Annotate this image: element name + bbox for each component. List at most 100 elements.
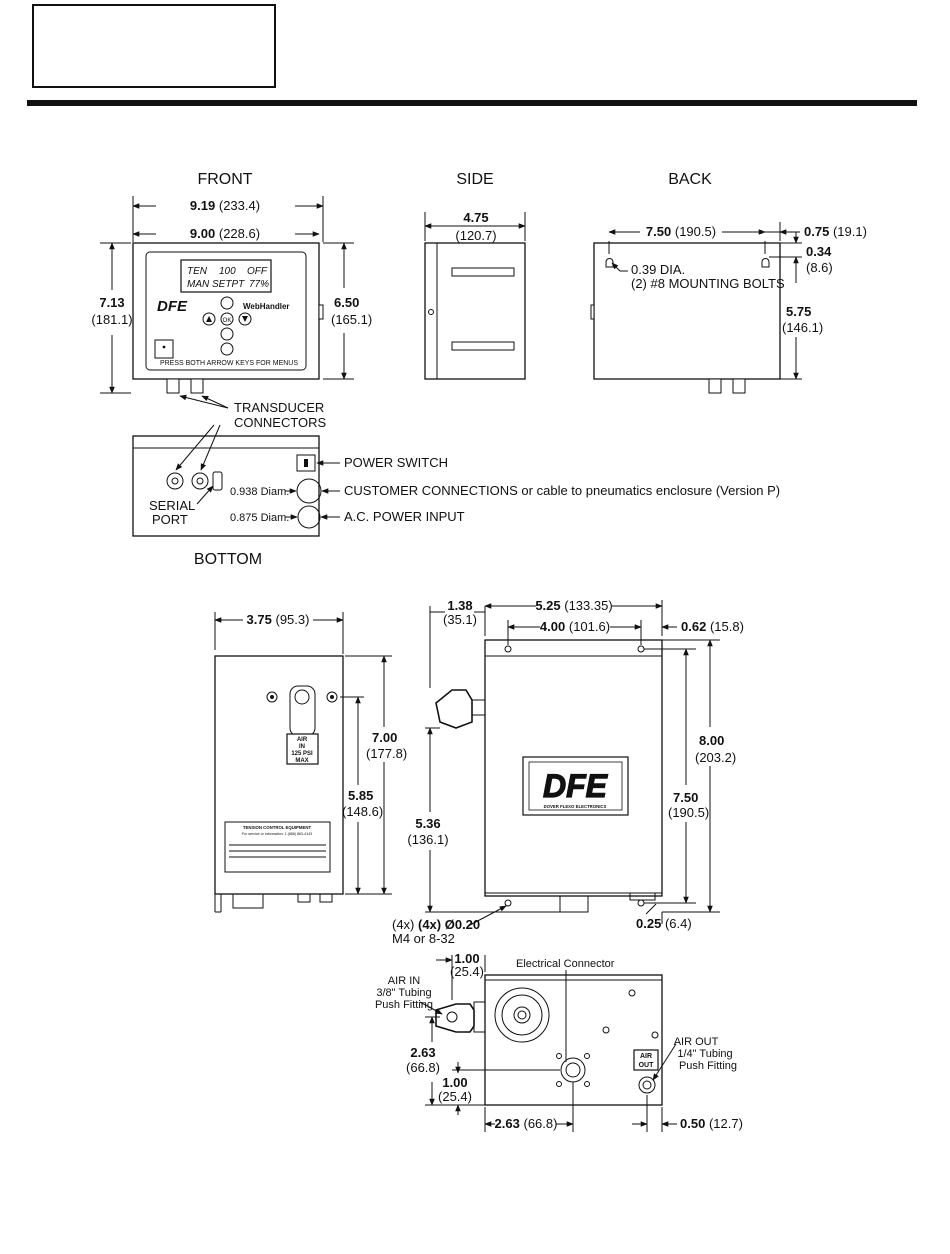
pneumatic-side-view: AIR IN 125 PSI MAX TENSION CONTROL EQUIP… [214, 612, 407, 913]
back-enclosure [593, 242, 781, 380]
side-depth: 4.75 [463, 210, 488, 225]
pf-edge-offset-mm: (15.8) [710, 619, 744, 634]
svg-text:0.62 (15.8): 0.62 (15.8) [681, 619, 744, 634]
ps-height-mm: (177.8) [366, 746, 407, 761]
pneumatic-front-view: DFE DOVER FLEXO ELECTRONICS 1.38 (35.1) … [392, 598, 744, 946]
ps-inlet-height-mm: (148.6) [342, 804, 383, 819]
lcd-r2c2: SETPT [212, 279, 245, 290]
pf-hole-height: 7.50 [673, 790, 698, 805]
lcd-r1c1: TEN [187, 266, 208, 277]
back-bolt-note-1: 0.39 DIA. [631, 262, 685, 277]
pf-bottom-offset-mm: (6.4) [665, 916, 692, 931]
button-ok [220, 312, 234, 326]
ac-power-label: A.C. POWER INPUT [344, 509, 465, 524]
plate-title: TENSION CONTROL EQUIPMENT [243, 825, 312, 830]
bottom-view: 0.938 Diam. 0.875 Diam. TRANSDUCER CONNE… [132, 394, 780, 537]
electrical-connector-label: Electrical Connector [516, 958, 615, 970]
title-box [32, 4, 276, 88]
front-panel [145, 251, 307, 371]
bottom-diam-1: 0.938 Diam. [230, 486, 289, 498]
svg-text:(4x) (4x) Ø0.20: (4x) (4x) Ø0.20 [392, 917, 480, 932]
ps-width: 3.75 [247, 612, 272, 627]
serial-label-2: PORT [152, 512, 188, 527]
header-rule [27, 100, 917, 106]
air-out-label-2: 1/4" Tubing [677, 1048, 732, 1060]
lcd-r2c1: MAN [187, 279, 210, 290]
svg-text:4.00 (101.6): 4.00 (101.6) [540, 619, 610, 634]
ac-power-port [297, 505, 321, 529]
pb-air-in-offset-mm: (25.4) [450, 964, 484, 979]
front-width-outer-mm: (233.4) [219, 198, 260, 213]
air-tag-3: 125 PSI [291, 751, 313, 757]
side-depth-mm: (120.7) [455, 228, 496, 243]
plate-sub: For service or information: 1 (888) 863-… [242, 832, 312, 836]
pf-holes-1: (4x) Ø0.20 [418, 917, 480, 932]
power-switch [296, 454, 316, 472]
front-width-inner-mm: (228.6) [219, 226, 260, 241]
customer-connection-port [296, 478, 322, 504]
side-enclosure [424, 242, 526, 380]
front-height-inner: 6.50 [334, 295, 359, 310]
air-in-tag [286, 733, 319, 765]
air-out-fitting-icon [638, 1076, 656, 1094]
air-in-label-2: 3/8" Tubing [376, 987, 431, 999]
transducer-connector-1 [166, 472, 184, 490]
back-view-title: BACK [668, 171, 712, 188]
air-out-label-3: Push Fitting [679, 1060, 737, 1072]
brand-name: WebHandler [243, 302, 290, 311]
customer-connections-label: CUSTOMER CONNECTIONS or cable to pneumat… [344, 483, 780, 498]
transducer-connector-2 [191, 472, 209, 490]
bottom-diam-2: 0.875 Diam. [230, 512, 289, 524]
button-up-icon [202, 312, 216, 326]
pf-hole-spacing: 4.00 [540, 619, 565, 634]
air-out-tag [633, 1049, 659, 1071]
pb-conn-height-mm: (66.8) [406, 1060, 440, 1075]
button-exit-icon [220, 342, 234, 356]
back-bolt-spacing: 7.50 [646, 224, 671, 239]
pb-out-offset-mm: (12.7) [709, 1116, 743, 1131]
filter-bowl-icon [494, 987, 550, 1043]
back-edge-offset: 0.75 [804, 224, 829, 239]
pneumatic-front-enclosure [484, 639, 663, 897]
ps-height: 7.00 [372, 730, 397, 745]
pb-conn-x-mm: (66.8) [523, 1116, 557, 1131]
power-button [154, 339, 174, 359]
transducer-label-1: TRANSDUCER [234, 400, 324, 415]
back-edge-offset-mm: (19.1) [833, 224, 867, 239]
front-width-outer: 9.19 [190, 198, 215, 213]
svg-text:9.00 (228.6): 9.00 (228.6) [190, 226, 260, 241]
transducer-label-2: CONNECTORS [234, 415, 327, 430]
ps-width-mm: (95.3) [275, 612, 309, 627]
pf-width: 5.25 [535, 598, 560, 613]
bottom-view-title: BOTTOM [194, 551, 262, 568]
air-in-label-3: Push Fitting [375, 999, 433, 1011]
name-plate [224, 821, 331, 873]
front-height-outer-mm: (181.1) [91, 312, 132, 327]
front-height-inner-mm: (165.1) [331, 312, 372, 327]
pb-air-in-offset: 1.00 [454, 951, 479, 966]
lcd-r2c3: 77% [249, 279, 269, 290]
pb-out-offset: 0.50 [680, 1116, 705, 1131]
back-view: 7.50 (190.5) 0.75 (19.1) 0.34 (8.6) 5.75… [590, 222, 867, 394]
front-view-title: FRONT [197, 171, 252, 188]
button-tension-icon [220, 296, 234, 310]
air-out-tag-1: AIR [640, 1053, 652, 1060]
svg-text:0.25 (6.4): 0.25 (6.4) [636, 916, 692, 931]
front-view: TEN 100 OFF MAN SETPT 77% DFE WebHandler… [91, 196, 372, 394]
pf-edge-offset: 0.62 [681, 619, 706, 634]
pf-fitting-height: 5.36 [415, 816, 440, 831]
back-bolt-spacing-mm: (190.5) [675, 224, 716, 239]
pf-width-mm: (133.35) [564, 598, 612, 613]
power-switch-label: POWER SWITCH [344, 455, 448, 470]
svg-text:2.63 (66.8): 2.63 (66.8) [495, 1116, 558, 1131]
pneumatic-bottom-view: AIR OUT 1.00 (25.4) Electrical Connector… [375, 951, 743, 1132]
bottom-enclosure [132, 435, 320, 537]
pb-conn-x: 2.63 [495, 1116, 520, 1131]
button-ok-label: OK [223, 318, 232, 324]
back-bolt-note-2: (2) #8 MOUNTING BOLTS [631, 276, 785, 291]
svg-text:0.50 (12.7): 0.50 (12.7) [680, 1116, 743, 1131]
svg-text:7.50 (190.5): 7.50 (190.5) [646, 224, 716, 239]
serial-label-1: SERIAL [149, 498, 195, 513]
air-tag-4: MAX [295, 758, 308, 764]
